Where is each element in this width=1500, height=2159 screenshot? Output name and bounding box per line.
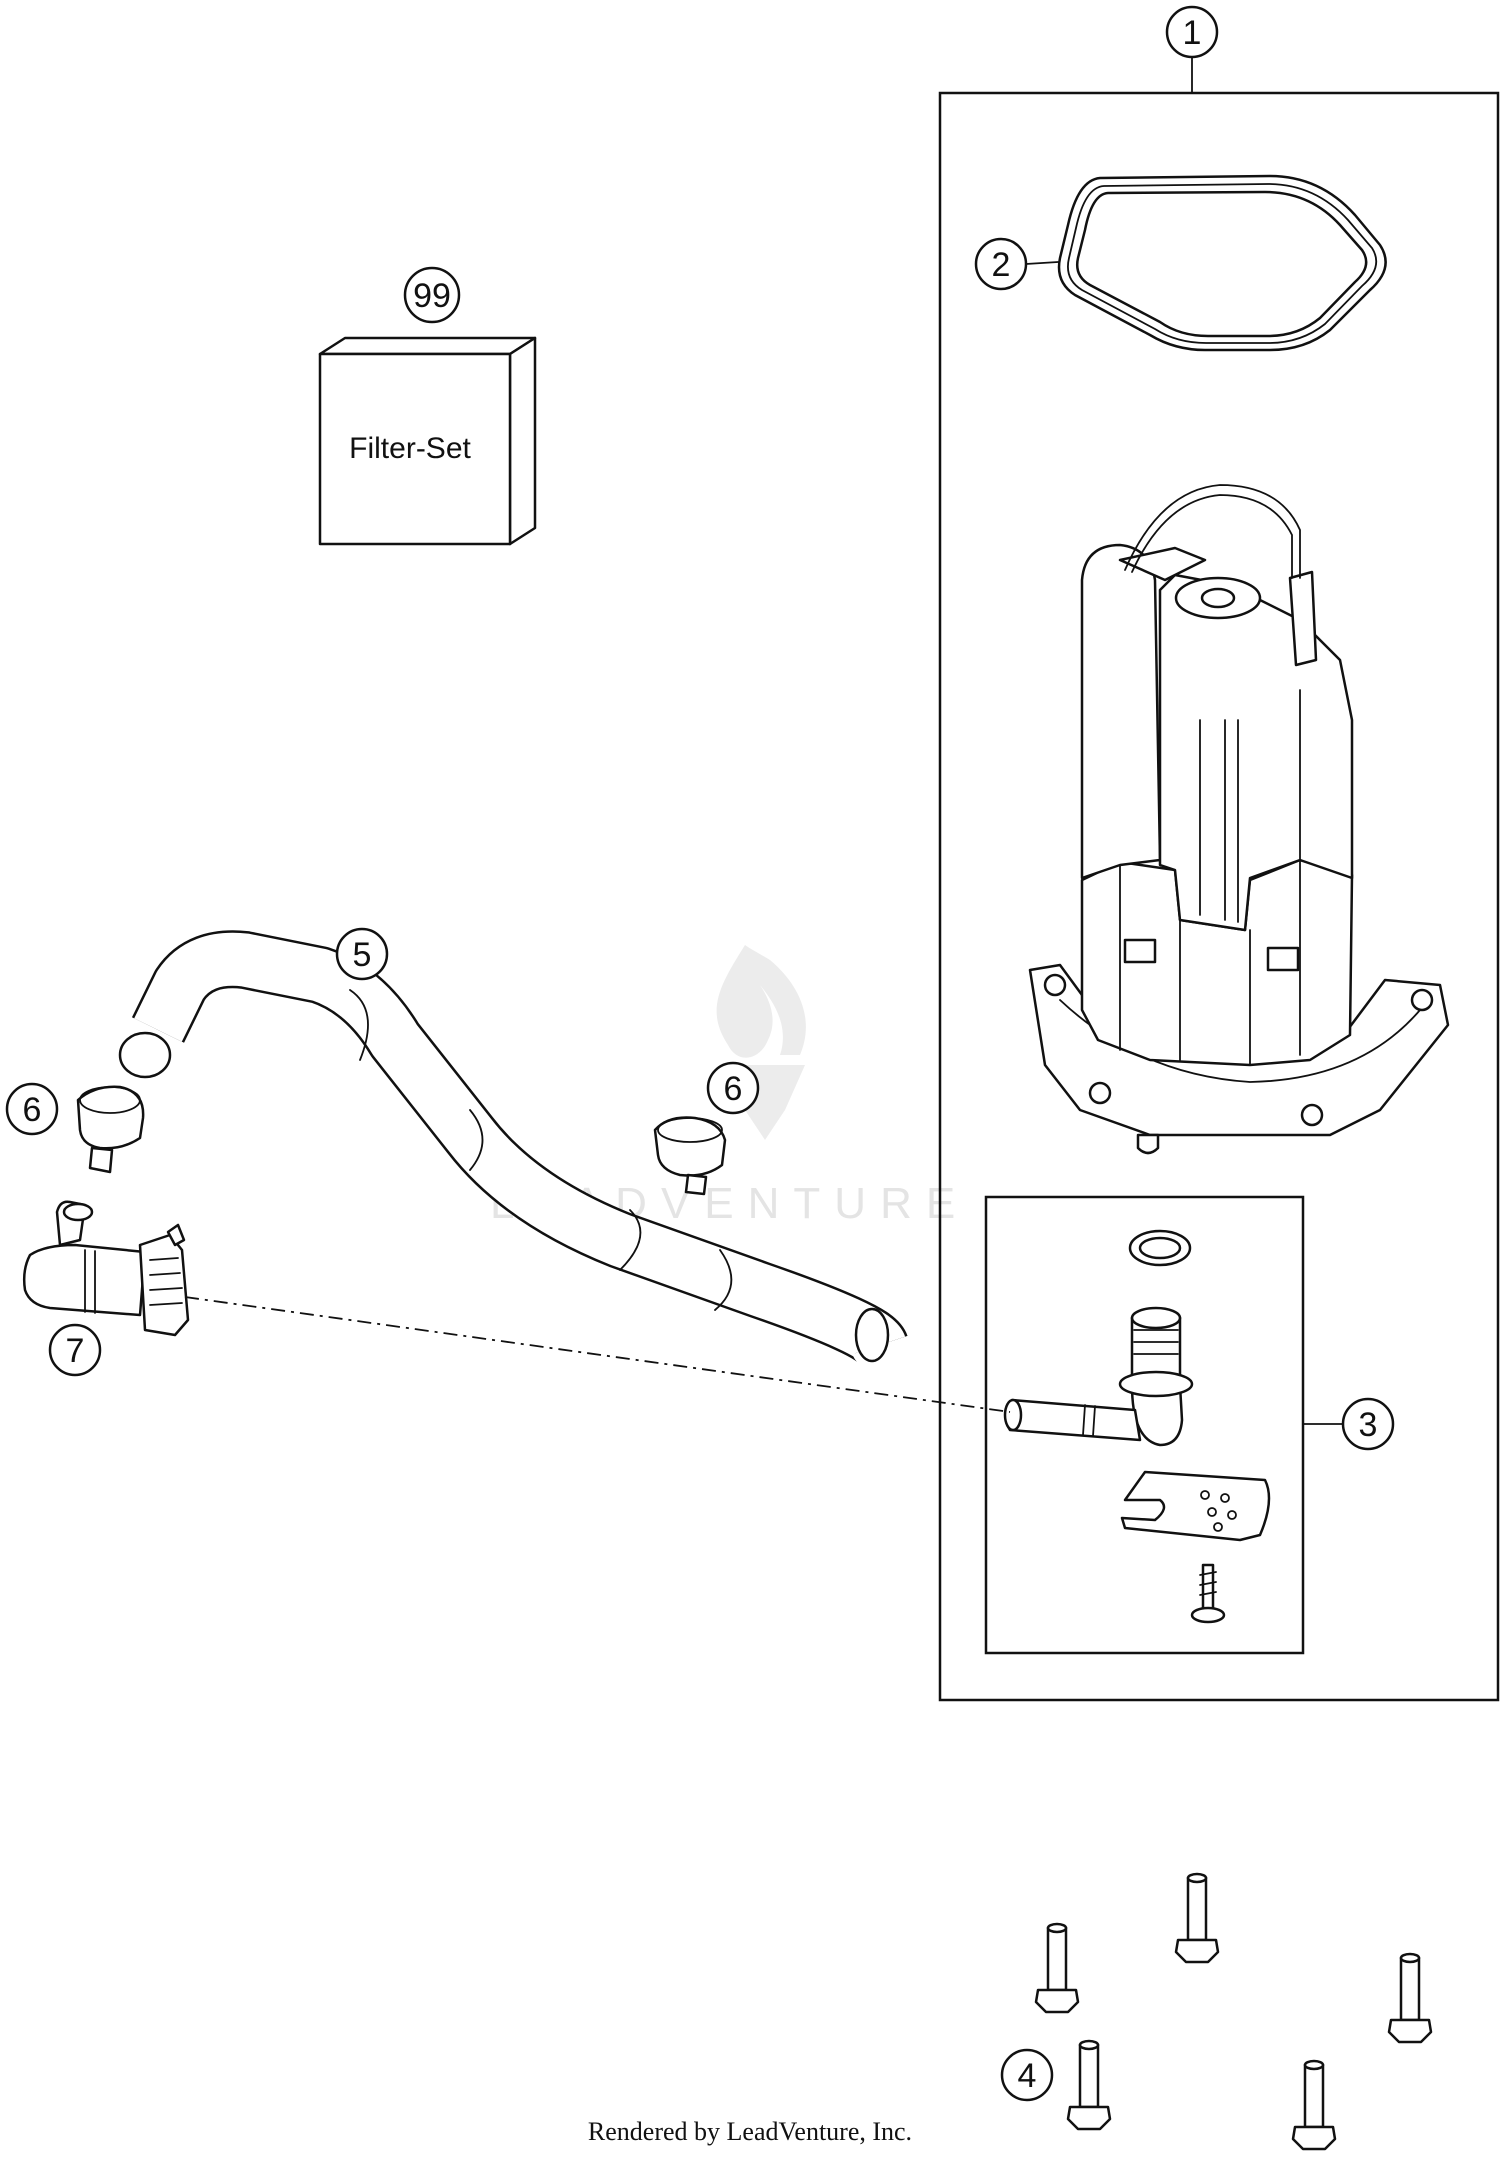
svg-text:1: 1: [1183, 14, 1202, 52]
svg-text:5: 5: [353, 936, 372, 974]
svg-text:6: 6: [724, 1070, 743, 1108]
filter-set-label: Filter-Set: [349, 432, 471, 465]
gasket-part-2: [1057, 174, 1387, 352]
svg-text:3: 3: [1359, 1406, 1378, 1444]
bolt-5: [1291, 2059, 1337, 2151]
callout-7: 7: [48, 1323, 102, 1377]
svg-text:99: 99: [413, 277, 451, 315]
callout-6-right: 6: [706, 1061, 760, 1115]
hose-clamp-right: [653, 1116, 727, 1196]
svg-text:7: 7: [66, 1332, 85, 1370]
quick-connector: [22, 1200, 190, 1337]
callout-3: 3: [1341, 1397, 1395, 1451]
retaining-plate: [1120, 1470, 1271, 1542]
svg-text:4: 4: [1018, 2057, 1037, 2095]
filter-set-box: Filter-Set: [318, 336, 537, 546]
callout-5: 5: [335, 927, 389, 981]
callout-6-left: 6: [5, 1082, 59, 1136]
callout-4: 4: [1000, 2048, 1054, 2102]
svg-text:6: 6: [23, 1091, 42, 1129]
bolt-4: [1066, 2039, 1112, 2131]
fuel-hose: [118, 930, 908, 1364]
bolt-1: [1034, 1922, 1080, 2014]
bolt-3: [1387, 1952, 1433, 2044]
fuel-pump-unit: [1028, 484, 1450, 1155]
flange-bolts: [1034, 1872, 1433, 2151]
hose-clamp-left: [76, 1085, 145, 1174]
elbow-fitting: [1003, 1306, 1194, 1447]
footer-credit: Rendered by LeadVenture, Inc.: [588, 2117, 912, 2146]
callout-1: 1: [1165, 5, 1219, 59]
bolt-2: [1174, 1872, 1220, 1964]
assembly-1-frame: [938, 91, 1500, 1702]
small-screw: [1190, 1563, 1226, 1624]
callout-99: 99: [403, 266, 461, 324]
callout-2-leader: [1025, 261, 1059, 265]
subassembly-3-frame: [984, 1195, 1305, 1655]
assembly-reference-line: [184, 1296, 1011, 1413]
callout-2: 2: [974, 237, 1028, 291]
svg-text:2: 2: [992, 246, 1011, 284]
o-ring: [1128, 1229, 1192, 1267]
